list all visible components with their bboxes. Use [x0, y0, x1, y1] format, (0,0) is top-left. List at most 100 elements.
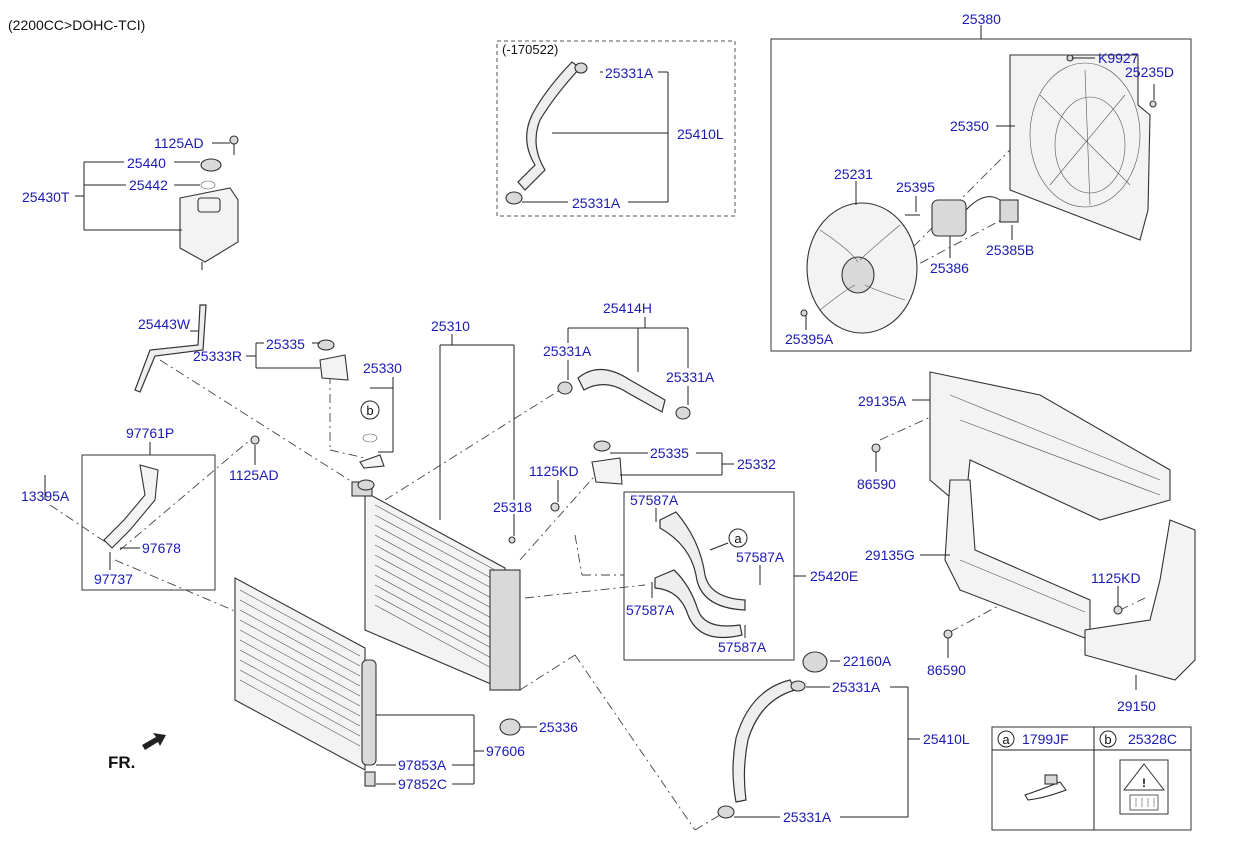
- label-1125kd-right: 1125KD: [1091, 570, 1141, 586]
- label-25331a-top-1: 25331A: [605, 65, 654, 81]
- label-25335-left: 25335: [266, 336, 305, 352]
- fan-motor: [905, 196, 1019, 237]
- label-97853a: 97853A: [398, 757, 447, 773]
- label-97737: 97737: [94, 571, 133, 587]
- label-25410l-bottom: 25410L: [923, 731, 970, 747]
- callout-a-marker: a: [728, 528, 748, 548]
- label-25420e: 25420E: [810, 568, 858, 584]
- label-13395a: 13395A: [21, 488, 70, 504]
- legend-table: [991, 726, 1192, 831]
- label-97761p: 97761P: [126, 425, 174, 441]
- label-k9927: K9927: [1098, 50, 1139, 66]
- label-25231: 25231: [834, 166, 873, 182]
- lower-hose-variant: [517, 61, 581, 191]
- legend-row-b: b 25328C !: [1099, 730, 1177, 815]
- label-25333r: 25333R: [193, 348, 242, 364]
- label-57587a-4: 57587A: [718, 639, 767, 655]
- hose-box-date-note: (-170522): [502, 42, 558, 57]
- svg-text:!: !: [1142, 776, 1146, 790]
- upper-radiator-hose: [577, 368, 666, 413]
- label-1125kd-left: 1125KD: [529, 463, 579, 479]
- label-25331a-bottom-1: 25331A: [832, 679, 881, 695]
- svg-text:b: b: [366, 403, 373, 418]
- label-22160a: 22160A: [843, 653, 892, 669]
- label-57587a-3: 57587A: [626, 602, 675, 618]
- label-25318: 25318: [493, 499, 532, 515]
- front-direction-arrow: [142, 733, 166, 750]
- svg-text:a: a: [734, 531, 742, 546]
- label-29135g: 29135G: [865, 547, 915, 563]
- warning-label-icon: !: [1119, 759, 1169, 815]
- label-25331a-bottom-2: 25331A: [783, 809, 832, 825]
- radiator-grommet: [499, 718, 521, 736]
- label-25350: 25350: [950, 118, 989, 134]
- label-25335-right: 25335: [650, 445, 689, 461]
- screw-25395a: [800, 309, 808, 317]
- hose-clamp: [557, 381, 573, 395]
- label-57587a-1: 57587A: [630, 492, 679, 508]
- label-25414h: 25414H: [603, 300, 652, 316]
- label-25235d: 25235D: [1125, 64, 1174, 80]
- label-97678: 97678: [142, 540, 181, 556]
- label-25380: 25380: [962, 11, 1001, 27]
- front-label: FR.: [108, 753, 135, 772]
- lower-air-guard: [944, 479, 1091, 641]
- bracket-assembly-box: [81, 454, 216, 591]
- label-25331a-top-2: 25331A: [572, 195, 621, 211]
- reservoir-tank: [179, 135, 239, 270]
- label-57587a-2: 57587A: [736, 549, 785, 565]
- hose-clamp: [675, 406, 691, 420]
- label-25442: 25442: [129, 177, 168, 193]
- label-86590-bottom: 86590: [927, 662, 966, 678]
- assembly-centerlines: [49, 61, 1146, 831]
- reservoir-hose: [134, 304, 207, 393]
- svg-text:b: b: [1104, 732, 1111, 747]
- hose-clamp: [717, 805, 735, 819]
- upper-air-guard: [871, 371, 1171, 521]
- condenser: [234, 577, 377, 787]
- label-25443w: 25443W: [138, 316, 191, 332]
- label-25386: 25386: [930, 260, 969, 276]
- lower-radiator-hose: [732, 679, 796, 803]
- hose-fitting-22160a: [802, 651, 828, 673]
- coolant-hose-upper: [659, 511, 746, 611]
- bolt-25235d: [1149, 100, 1157, 108]
- radiator: [351, 479, 521, 691]
- fan-shroud: [1009, 54, 1151, 241]
- legend-part-1799jf: 1799JF: [1022, 731, 1069, 747]
- label-1125ad-mid: 1125AD: [229, 467, 279, 483]
- hose-variant-box: [496, 40, 736, 217]
- coolant-hose-lower: [654, 569, 743, 639]
- label-97852c: 97852C: [398, 776, 447, 792]
- svg-text:a: a: [1002, 732, 1010, 747]
- radiator-bracket-right: [508, 440, 623, 544]
- legend-row-a: a 1799JF: [997, 730, 1069, 801]
- callout-b-marker: b: [360, 400, 380, 420]
- clip-1799jf-icon: [1024, 774, 1067, 801]
- hose-clamp: [790, 680, 806, 692]
- label-29150: 29150: [1117, 698, 1156, 714]
- label-25395a: 25395A: [785, 331, 834, 347]
- condenser-bracket: [44, 435, 260, 549]
- label-25330: 25330: [363, 360, 402, 376]
- label-25332: 25332: [737, 456, 776, 472]
- label-25430t: 25430T: [22, 189, 70, 205]
- hose-clamp: [505, 191, 523, 205]
- legend-part-25328c: 25328C: [1128, 731, 1177, 747]
- label-29135a: 29135A: [858, 393, 907, 409]
- label-25331a-mid-2: 25331A: [666, 369, 715, 385]
- label-25310: 25310: [431, 318, 470, 334]
- label-25395: 25395: [896, 179, 935, 195]
- label-86590-top: 86590: [857, 476, 896, 492]
- label-25336: 25336: [539, 719, 578, 735]
- label-25440: 25440: [127, 155, 166, 171]
- hose-clamp: [574, 62, 588, 74]
- label-25331a-mid-1: 25331A: [543, 343, 592, 359]
- label-25385b: 25385B: [986, 242, 1034, 258]
- side-air-guard: [943, 519, 1196, 681]
- label-1125ad-top: 1125AD: [154, 135, 204, 151]
- engine-variant-note: (2200CC>DOHC-TCI): [8, 17, 145, 33]
- label-25410l-top: 25410L: [677, 126, 724, 142]
- label-97606: 97606: [486, 743, 525, 759]
